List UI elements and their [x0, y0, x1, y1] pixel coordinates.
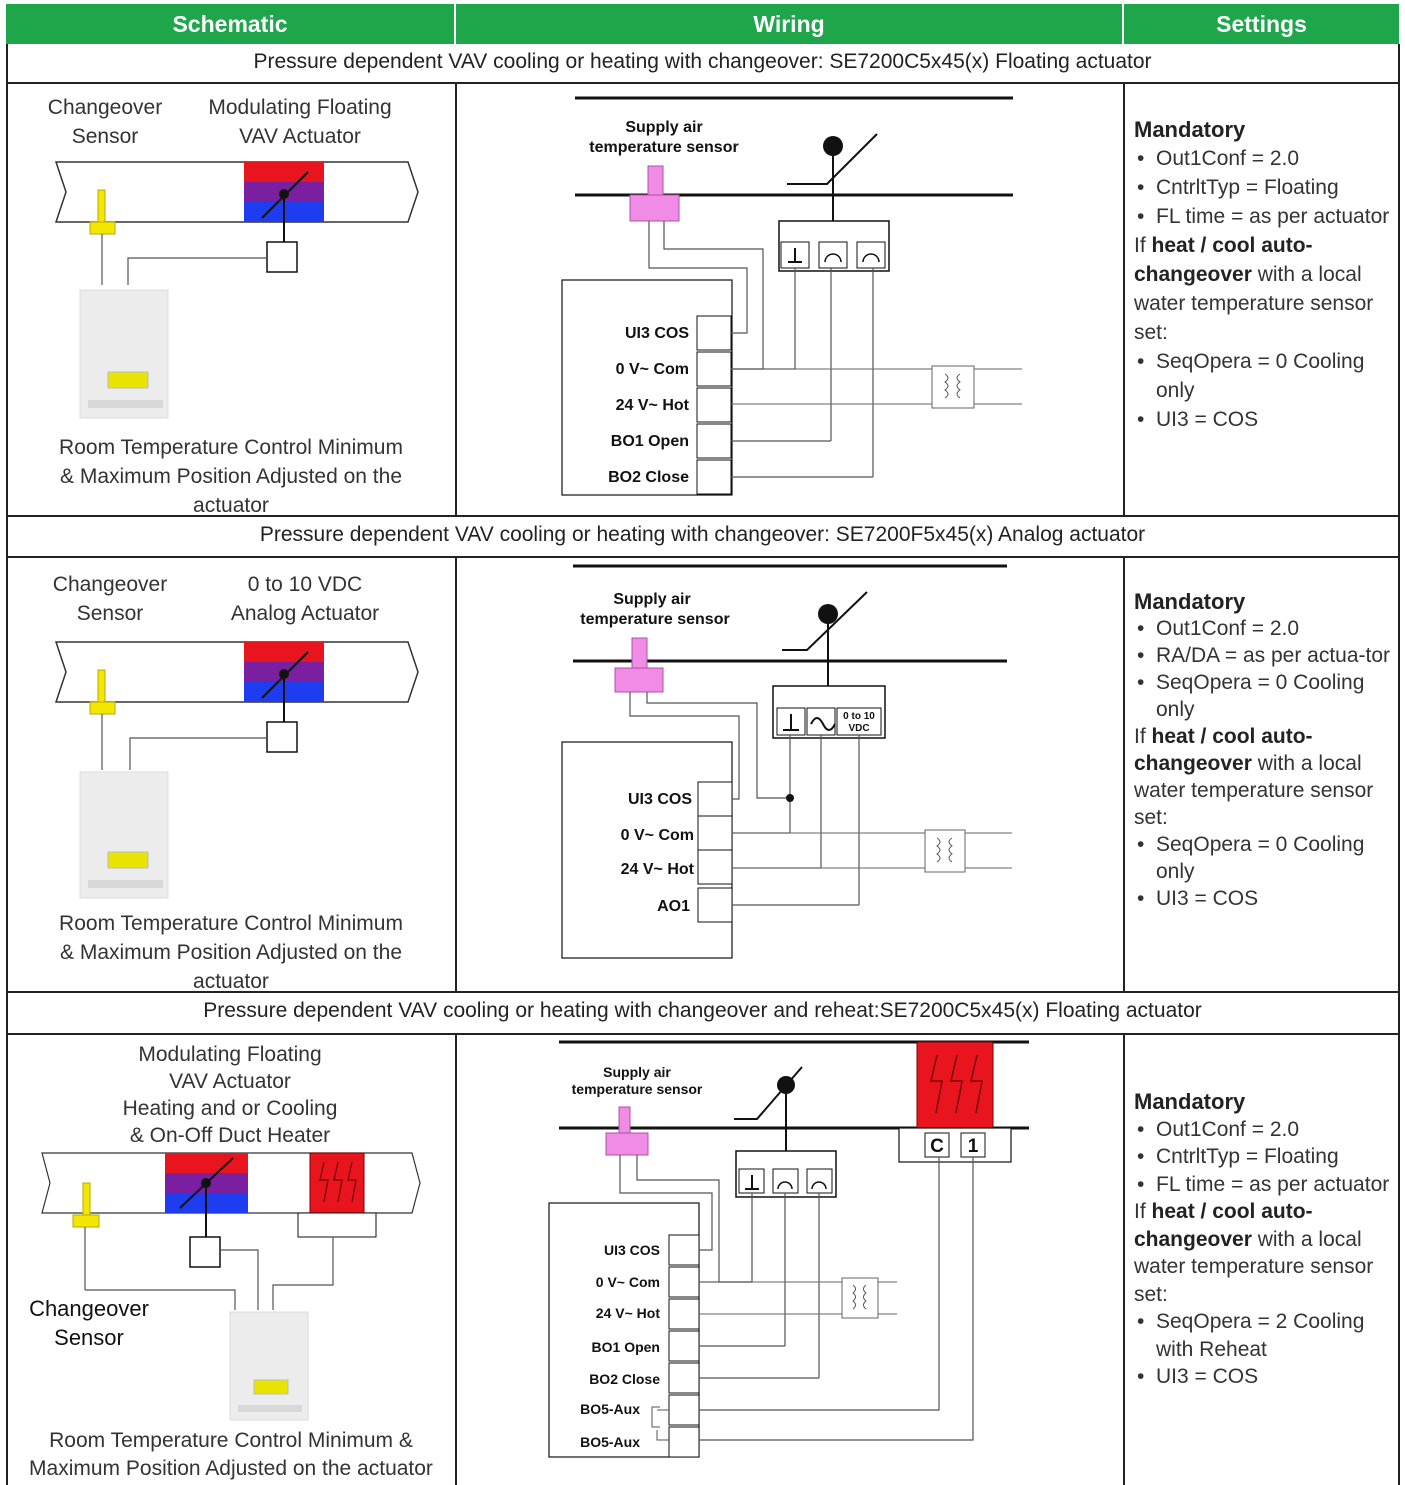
s1-actuator-label: Modulating Floating VAV Actuator [208, 96, 392, 148]
svg-text:BO5-Aux: BO5-Aux [580, 1434, 640, 1450]
duct-heater [916, 1041, 994, 1129]
col-line [455, 82, 457, 516]
thermostat [229, 1311, 309, 1421]
transformer [924, 829, 966, 873]
thermostat [79, 771, 169, 899]
s2-actuator-label: 0 to 10 VDC Analog Actuator [230, 573, 380, 625]
svg-text:24 V~ Hot: 24 V~ Hot [616, 397, 690, 414]
col-line [1123, 1033, 1125, 1485]
col-line [455, 1033, 457, 1485]
col-line [1123, 556, 1125, 992]
section-title-2: Pressure dependent VAV cooling or heatin… [259, 523, 1146, 546]
svg-text:0 V~ Com: 0 V~ Com [596, 1274, 660, 1290]
changeover-sensor [82, 1182, 91, 1216]
table-border-left [6, 44, 8, 1485]
svg-text:0 V~ Com: 0 V~ Com [621, 827, 694, 844]
damper-red [244, 162, 324, 182]
svg-text:BO1 Open: BO1 Open [592, 1339, 660, 1355]
damper-red [244, 642, 324, 662]
svg-text:UI3 COS: UI3 COS [628, 791, 692, 808]
duct [54, 641, 419, 703]
actuator-box [266, 241, 298, 273]
header-settings: Settings [1124, 4, 1399, 44]
s2-changeover-label: Changeover Sensor [52, 573, 168, 625]
svg-text:Supply air: Supply air [613, 591, 690, 608]
svg-text:Supply air: Supply air [625, 119, 702, 136]
supply-air-sensor [631, 637, 648, 669]
s1-settings: Mandatory Out1Conf = 2.0 CntrltTyp = Flo… [1134, 115, 1396, 434]
thermostat [79, 289, 169, 419]
s2-schematic-diagram [54, 641, 419, 899]
table-border-right [1398, 44, 1400, 1485]
s3-schematic-diagram [41, 1152, 421, 1421]
svg-text:VDC: VDC [848, 723, 869, 734]
svg-text:temperature sensor: temperature sensor [572, 1081, 703, 1097]
svg-text:24 V~ Hot: 24 V~ Hot [596, 1305, 661, 1321]
svg-text:AO1: AO1 [657, 898, 690, 915]
svg-text:0 to 10: 0 to 10 [843, 711, 875, 722]
damper-red [165, 1153, 248, 1173]
transformer [931, 365, 975, 409]
svg-text:temperature sensor: temperature sensor [589, 139, 738, 156]
supply-air-sensor [618, 1106, 631, 1134]
svg-text:BO2 Close: BO2 Close [589, 1371, 660, 1387]
s1-schematic-diagram [54, 161, 419, 419]
s2-settings: Mandatory Out1Conf = 2.0 RA/DA = as per … [1134, 588, 1396, 912]
header-wiring: Wiring [456, 4, 1122, 44]
s2-wiring-diagram: Supply air temperature sensor 0 to 10 VD… [561, 564, 1012, 959]
svg-text:BO2 Close: BO2 Close [608, 469, 689, 486]
svg-text:Supply air: Supply air [603, 1064, 671, 1080]
transformer [841, 1277, 879, 1319]
section-title-3: Pressure dependent VAV cooling or heatin… [203, 999, 1202, 1022]
col-line [1123, 82, 1125, 516]
actuator-box [266, 721, 298, 753]
col-line [455, 556, 457, 992]
svg-text:BO1 Open: BO1 Open [611, 433, 689, 450]
s2-caption: Room Temperature Control Minimum & Maxim… [59, 912, 403, 993]
s1-caption: Room Temperature Control Minimum & Maxim… [59, 436, 403, 517]
duct [54, 161, 419, 223]
svg-text:24 V~ Hot: 24 V~ Hot [621, 861, 695, 878]
row-line [6, 556, 1400, 558]
changeover-sensor [97, 189, 106, 223]
s1-changeover-label: Changeover Sensor [47, 96, 163, 148]
row-line [6, 1033, 1400, 1035]
changeover-sensor [97, 669, 106, 703]
svg-text:UI3 COS: UI3 COS [604, 1242, 660, 1258]
svg-text:C: C [930, 1136, 944, 1157]
s3-caption: Room Temperature Control Minimum & Maxim… [29, 1429, 433, 1480]
row-line [6, 991, 1400, 993]
row-line [6, 515, 1400, 517]
svg-text:1: 1 [968, 1136, 979, 1157]
svg-text:UI3 COS: UI3 COS [625, 325, 689, 342]
s3-settings: Mandatory Out1Conf = 2.0 CntrltTyp = Flo… [1134, 1088, 1396, 1391]
supply-air-sensor [647, 165, 664, 197]
heater-terminal-block [898, 1127, 1012, 1163]
s3-wiring-diagram: Supply air temperature sensor C 1 UI3 CO… [548, 1040, 1029, 1458]
header-schematic: Schematic [6, 4, 454, 44]
s1-wiring-diagram: Supply air temperature sensor UI3 COS 0 … [561, 96, 1022, 496]
svg-text:0 V~ Com: 0 V~ Com [616, 361, 689, 378]
svg-text:temperature sensor: temperature sensor [580, 611, 729, 628]
actuator-box [189, 1236, 221, 1268]
row-line [6, 82, 1400, 84]
s3-top-label: Modulating Floating VAV Actuator Heating… [122, 1043, 338, 1147]
s3-changeover-label: Changeover Sensor [29, 1296, 149, 1350]
svg-text:BO5-Aux: BO5-Aux [580, 1401, 640, 1417]
section-title-1: Pressure dependent VAV cooling or heatin… [253, 50, 1152, 73]
